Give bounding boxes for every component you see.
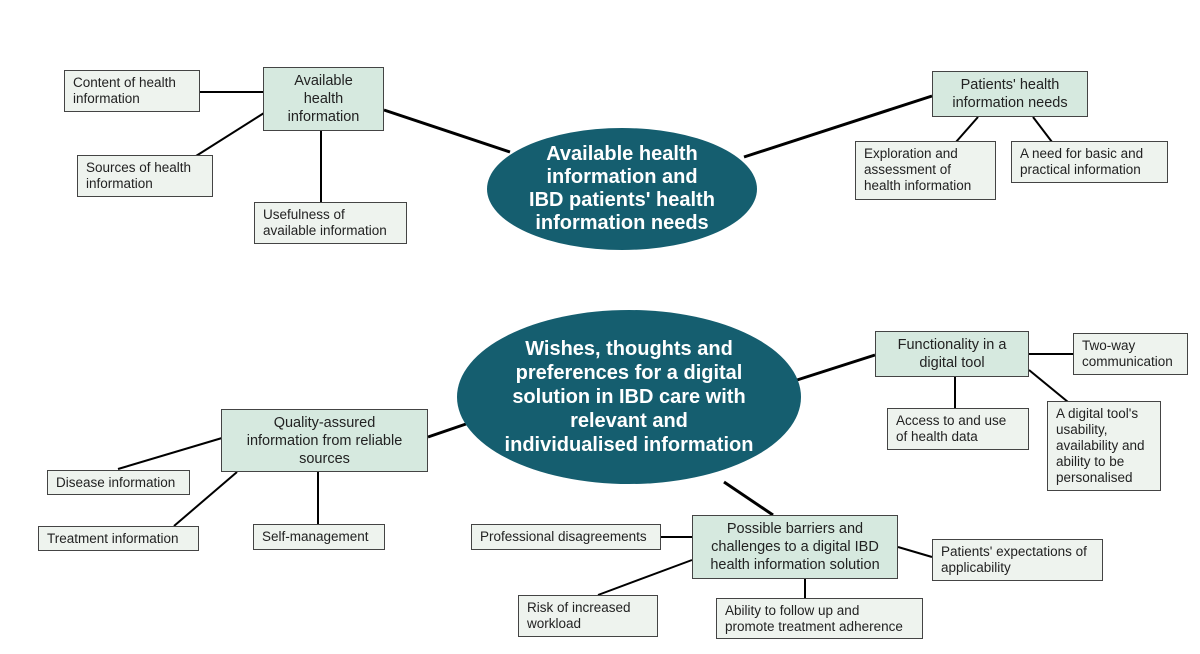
hub-possible-barriers: Possible barriers and challenges to a di… (692, 515, 898, 579)
leaf-content-of-health-information: Content of health information (64, 70, 200, 112)
connector-quality (427, 422, 467, 439)
connector-usability-leaf (1028, 369, 1069, 403)
connector-disease-leaf (117, 437, 223, 470)
leaf-ability-to-follow-up: Ability to follow up and promote treatme… (716, 598, 923, 639)
connector-exploration-leaf (955, 116, 979, 143)
center-node-digital-solution-label: Wishes, thoughts and preferences for a d… (504, 338, 754, 456)
leaf-usefulness-of-available-information: Usefulness of available information (254, 202, 407, 244)
leaf-exploration-and-assessment: Exploration and assessment of health inf… (855, 141, 996, 200)
center-node-digital-solution: Wishes, thoughts and preferences for a d… (457, 310, 801, 484)
leaf-digital-tool-usability: A digital tool's usability, availability… (1047, 401, 1161, 491)
leaf-professional-disagreements: Professional disagreements (471, 524, 661, 550)
connector-top-left (383, 108, 511, 154)
connector-basic-leaf (1032, 116, 1053, 143)
leaf-access-to-health-data: Access to and use of health data (887, 408, 1029, 450)
connector-expectations-leaf (897, 546, 933, 558)
leaf-need-for-basic-information: A need for basic and practical informati… (1011, 141, 1168, 183)
leaf-patients-expectations: Patients' expectations of applicability (932, 539, 1103, 581)
leaf-sources-of-health-information: Sources of health information (77, 155, 213, 197)
connector-functionality (796, 353, 876, 382)
center-node-health-information-label: Available health information and IBD pat… (529, 143, 715, 234)
connector-top-right (743, 94, 933, 159)
leaf-self-management: Self-management (253, 524, 385, 550)
connector-sources-leaf (195, 112, 265, 157)
leaf-risk-of-increased-workload: Risk of increased workload (518, 595, 658, 637)
leaf-two-way-communication: Two-way communication (1073, 333, 1188, 375)
hub-quality-assured-information: Quality-assured information from reliabl… (221, 409, 428, 472)
hub-available-health-information: Available health information (263, 67, 384, 131)
connector-barriers (723, 480, 774, 517)
connector-treatment-leaf (173, 471, 238, 527)
hub-functionality-in-digital-tool: Functionality in a digital tool (875, 331, 1029, 377)
leaf-treatment-information: Treatment information (38, 526, 199, 551)
connector-workload-leaf (597, 559, 693, 596)
hub-patients-health-information-needs: Patients' health information needs (932, 71, 1088, 117)
leaf-disease-information: Disease information (47, 470, 190, 495)
center-node-health-information: Available health information and IBD pat… (487, 128, 757, 250)
